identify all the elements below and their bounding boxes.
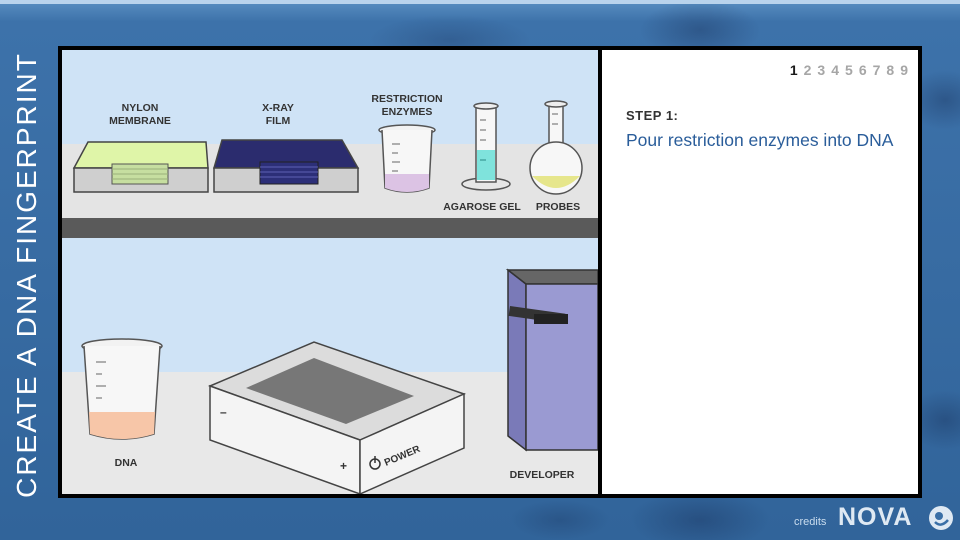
step-2-link[interactable]: 2 (803, 62, 812, 78)
instruction-panel: 1 2 3 4 5 6 7 8 9 STEP 1: Pour restricti… (602, 50, 918, 494)
agarose-gel-cylinder[interactable] (461, 102, 511, 191)
nylon-membrane[interactable] (72, 141, 209, 193)
restriction-enzymes-label-2: ENZYMES (382, 106, 433, 118)
developer-machine[interactable] (505, 268, 598, 452)
probes-label: PROBES (536, 201, 580, 213)
step-heading: STEP 1: (626, 108, 679, 123)
step-8-link[interactable]: 8 (886, 62, 895, 78)
credits-link[interactable]: credits (794, 516, 827, 528)
pbs-logo-icon (929, 506, 953, 530)
step-instruction: Pour restriction enzymes into DNA (626, 130, 894, 150)
dna-label: DNA (115, 457, 138, 469)
negative-terminal: – (220, 405, 227, 419)
step-5-link[interactable]: 5 (845, 62, 853, 78)
shelf-edge (62, 218, 598, 238)
step-1-link[interactable]: 1 (789, 62, 798, 78)
probes-flask[interactable] (529, 100, 583, 195)
power-icon[interactable] (369, 456, 381, 470)
step-6-link[interactable]: 6 (858, 62, 867, 78)
step-7-link[interactable]: 7 (872, 62, 881, 78)
positive-terminal: + (340, 459, 347, 473)
nova-logo: NOVA (838, 503, 913, 531)
lab-scene: NYLON MEMBRANE X-RAY FILM (62, 50, 598, 494)
agarose-gel-label: AGAROSE GEL (443, 201, 521, 213)
xray-film-label-2: FILM (266, 115, 291, 127)
xray-film-label-1: X-RAY (262, 102, 294, 114)
restriction-enzymes-label-1: RESTRICTION (371, 93, 442, 105)
nylon-membrane-label-1: NYLON (122, 102, 159, 114)
page-title: CREATE A DNA FINGERPRINT (11, 52, 42, 498)
top-strip (0, 0, 960, 4)
restriction-enzymes-beaker[interactable] (378, 124, 436, 193)
upper-wall (62, 50, 598, 144)
step-9-link[interactable]: 9 (900, 62, 908, 78)
step-navigation: 1 2 3 4 5 6 7 8 9 (790, 62, 908, 78)
nylon-membrane-label-2: MEMBRANE (109, 115, 171, 127)
developer-label: DEVELOPER (510, 469, 575, 481)
dna-beaker[interactable] (81, 338, 163, 440)
xray-film[interactable] (213, 139, 360, 193)
activity-frame: NYLON MEMBRANE X-RAY FILM (58, 46, 922, 498)
step-3-link[interactable]: 3 (817, 62, 826, 78)
step-4-link[interactable]: 4 (831, 62, 840, 78)
electrophoresis-box[interactable] (207, 341, 467, 494)
